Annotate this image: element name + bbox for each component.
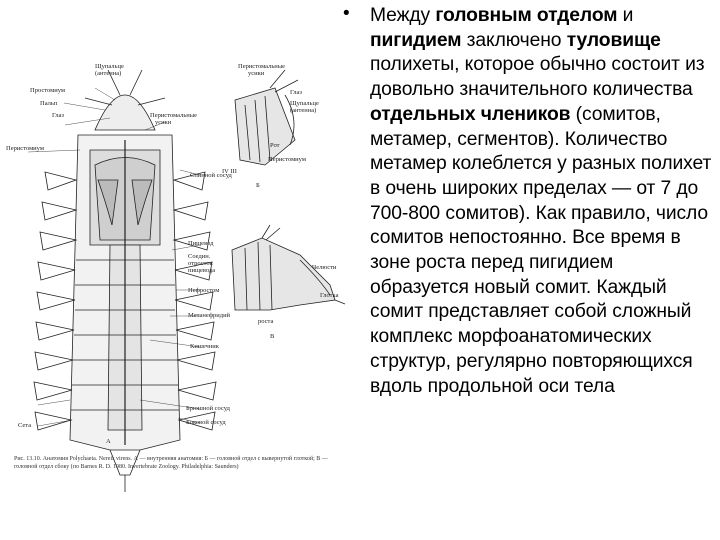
label-segments-b: IV III: [222, 168, 237, 175]
label-antenna-b: (антенна): [290, 107, 317, 114]
label-palp: Пальп: [40, 100, 58, 107]
label-perist-usiki: Перистомальные: [150, 112, 198, 119]
label-otrostok: отросток: [188, 260, 213, 267]
text-p1: Между: [370, 5, 436, 26]
label-glaz-b: Глаз: [290, 89, 302, 96]
label-bokovoy: Боковой сосуд: [186, 419, 226, 426]
label-kishechnik: Кишечник: [190, 343, 219, 350]
text-p2: и: [617, 5, 634, 26]
main-paragraph: Между головным отделом и пигидием заключ…: [370, 4, 715, 399]
text-p4: полихеты, которое обычно состоит из дово…: [370, 54, 705, 101]
term-segments: отдельных члеников: [370, 103, 571, 125]
label-glaz: Глаз: [52, 112, 64, 119]
label-pishchevoda: пищевода: [188, 267, 216, 274]
label-glotka: Глотка: [320, 292, 339, 299]
label-chelyusti: Челюсти: [312, 264, 337, 271]
label-pishchevod: Пищевод: [188, 240, 214, 247]
term-head: головным отделом: [435, 5, 618, 26]
label-perist-top: Перистомальные: [238, 63, 286, 70]
label-rot: Рот: [270, 142, 280, 149]
label-shchupalce-b: Щупальце: [290, 100, 319, 107]
label-soedin: Соедин.: [188, 253, 211, 260]
label-rosta: роста: [258, 318, 274, 325]
label-nefrostom: Нефростом: [188, 287, 220, 294]
label-fig-b: Б: [256, 182, 260, 189]
label-perist-usiki-2: усики: [155, 119, 172, 126]
text-p5: (сомитов, метамер, сегментов). Количеств…: [370, 103, 712, 397]
polychaete-anatomy-drawing: [27, 69, 346, 492]
label-peristomium-b: Перистомиум: [268, 156, 306, 163]
bullet-marker: •: [343, 3, 350, 24]
anatomy-figure: Щупальце (антенна) Простомиум Пальп Глаз…: [6, 63, 346, 492]
term-trunk: туловище: [566, 29, 661, 51]
label-spinnoy-sosud: Спинной сосуд: [190, 172, 232, 179]
text-p3: заключено: [461, 29, 567, 51]
text-block: • Между головным отделом и пигидием закл…: [343, 4, 715, 399]
label-prostomium: Простомиум: [30, 87, 65, 94]
label-metanefridiy: Метанефридий: [188, 312, 231, 319]
label-seta: Сета: [18, 422, 32, 429]
label-shchupalce: Щупальце: [95, 63, 124, 70]
figure-caption: Рис. 13.10. Анатомия Polychaeta. Nereis …: [14, 456, 328, 470]
label-fig-v: В: [270, 333, 275, 340]
label-bryushnoy: Брюшной сосуд: [186, 405, 230, 412]
label-peristomium-left: Перистомиум: [6, 145, 44, 152]
term-pygidium: пигидием: [370, 29, 462, 51]
label-perist-top-2: усики: [248, 70, 265, 77]
label-fig-a: А: [106, 438, 111, 445]
label-antenna: (антенна): [95, 70, 122, 77]
